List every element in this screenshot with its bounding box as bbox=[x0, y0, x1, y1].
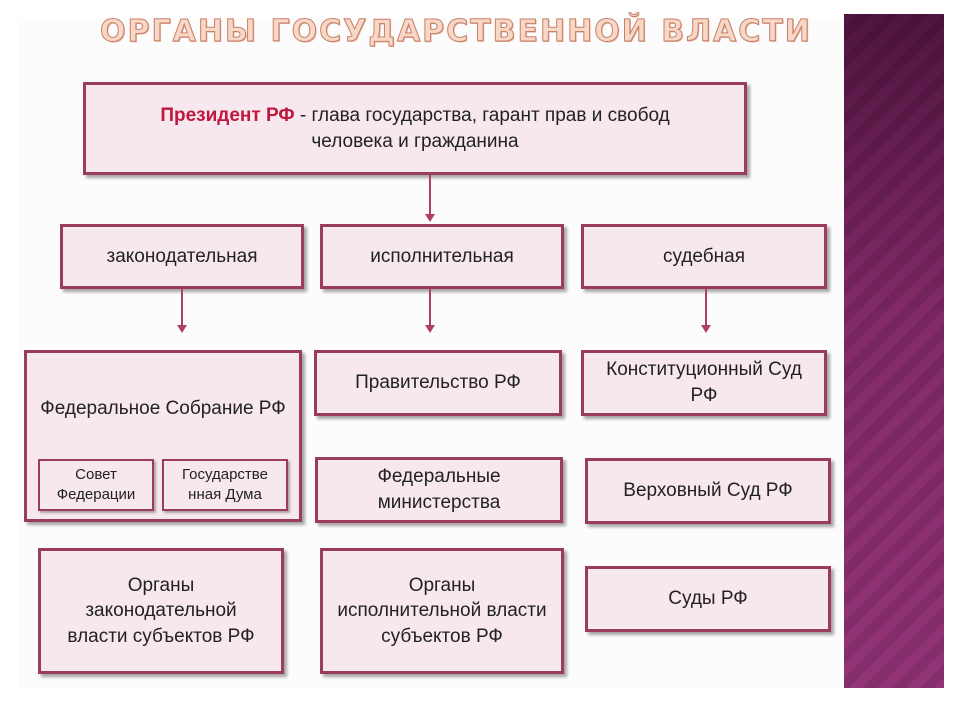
federal-assembly-label: Федеральное Собрание РФ bbox=[40, 398, 286, 419]
regional-legislative-box: Органы законодательной власти субъектов … bbox=[38, 548, 284, 674]
courts-box: Суды РФ bbox=[585, 566, 831, 632]
decorative-stripe bbox=[844, 14, 944, 688]
supreme-court-box: Верховный Суд РФ bbox=[585, 458, 831, 524]
branch-judicial: судебная bbox=[581, 224, 827, 289]
state-duma-box: Государстве нная Дума bbox=[162, 459, 288, 511]
president-box: Президент РФ - глава государства, гарант… bbox=[83, 82, 747, 175]
page-title: ОРГАНЫ ГОСУДАРСТВЕННОЙ ВЛАСТИ bbox=[100, 14, 812, 50]
president-description-1: - глава государства, гарант прав и свобо… bbox=[294, 104, 670, 126]
regional-executive-box: Органы исполнительной власти субъектов Р… bbox=[320, 548, 564, 674]
arrow-head bbox=[177, 325, 187, 333]
arrow-judicial-down bbox=[705, 289, 707, 327]
arrow-executive-down bbox=[429, 289, 431, 327]
ministries-box: Федеральные министерства bbox=[315, 457, 563, 523]
arrow-head bbox=[701, 325, 711, 333]
arrow-legislative-down bbox=[181, 289, 183, 327]
arrow-head bbox=[425, 214, 435, 222]
president-name: Президент РФ bbox=[160, 104, 295, 126]
president-description-2: человека и гражданина bbox=[311, 130, 519, 152]
branch-executive: исполнительная bbox=[320, 224, 564, 289]
branch-legislative: законодательная bbox=[60, 224, 304, 289]
arrow-president-down bbox=[429, 175, 431, 215]
president-line-1: Президент РФ - глава государства, гарант… bbox=[160, 103, 669, 129]
federation-council-box: Совет Федерации bbox=[38, 459, 154, 511]
arrow-head bbox=[425, 325, 435, 333]
constitutional-court-box: Конституционный Суд РФ bbox=[581, 350, 827, 416]
government-box: Правительство РФ bbox=[314, 350, 562, 416]
